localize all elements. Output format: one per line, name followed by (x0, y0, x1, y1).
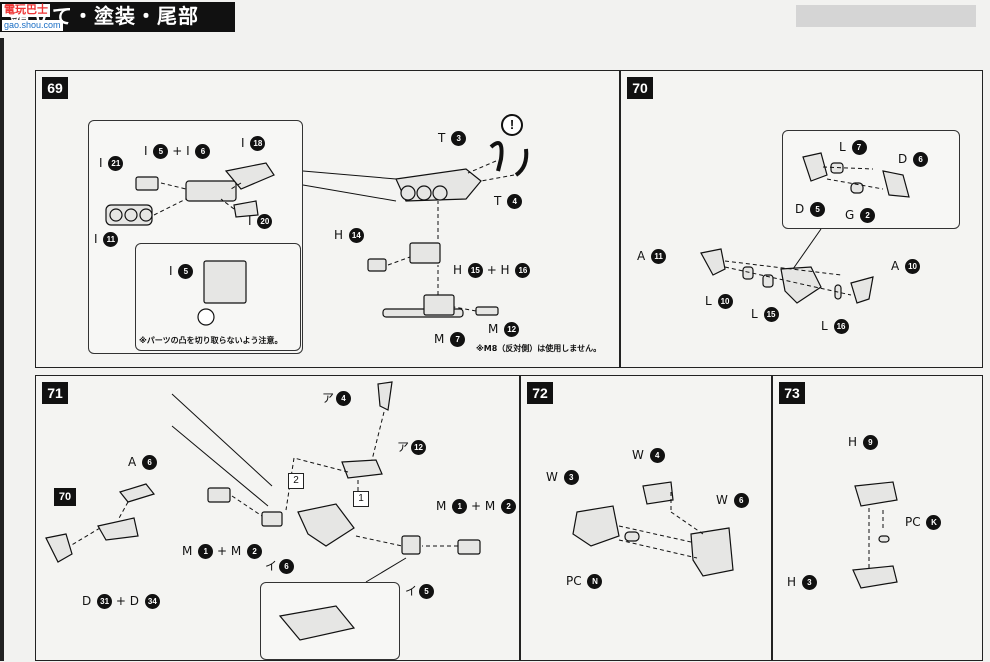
step-72-panel: 72 W 3 W 4 W 6 PC N (520, 375, 772, 661)
label-w4: W 4 (632, 447, 665, 463)
label-l7: L 7 (839, 139, 867, 155)
label-i5-plus-i6: I 5 + I 6 (144, 143, 211, 159)
part-pcn (624, 531, 640, 542)
site-watermark-logo: 電玩巴士 (2, 4, 50, 17)
label-h9: H 9 (848, 434, 878, 450)
step-70-badge: 70 (627, 77, 653, 99)
label-h15-plus-h16: H 15 + H 16 (453, 262, 531, 278)
label-h14: H 14 (334, 227, 364, 243)
label-m1-plus-m2-left: M 1 + M 2 (182, 543, 263, 559)
part-m1-m2-left (207, 487, 231, 503)
part-i6 (261, 511, 283, 527)
step-69-bottom-note: ※M8（反対側）は使用しません。 (476, 344, 602, 353)
part-tail-mid (297, 503, 355, 547)
part-w3 (572, 505, 620, 547)
step-71-badge: 71 (42, 382, 68, 404)
part-i20 (233, 200, 259, 218)
part-t4 (514, 148, 529, 177)
step-73-badge: 73 (779, 382, 805, 404)
site-watermark-url: gao.shou.com (2, 20, 63, 31)
part-a10 (850, 276, 874, 304)
label-l10: L 10 (705, 293, 733, 309)
part-l10 (742, 266, 754, 280)
part-d6-detail (882, 170, 910, 198)
label-w6: W 6 (716, 492, 749, 508)
step-73-panel: 73 H 9 PC K H 3 (772, 375, 983, 661)
label-m12: M 12 (488, 321, 520, 337)
label-i18: I 18 (241, 135, 266, 151)
part-detail-assembly (278, 605, 356, 641)
part-a12 (341, 459, 383, 479)
part-pck (878, 535, 890, 543)
part-g2 (850, 182, 864, 194)
binding-edge (0, 38, 4, 661)
step-69-badge: 69 (42, 77, 68, 99)
step-ref-70: 70 (54, 488, 76, 506)
step-72-diagram (572, 481, 734, 577)
part-h9 (854, 481, 898, 507)
part-a4 (377, 381, 393, 411)
label-t4: T 4 (494, 193, 523, 209)
part-i21 (135, 176, 159, 191)
step-71-diagram (45, 381, 481, 641)
part-t3 (489, 141, 504, 172)
part-ref-70 (45, 533, 73, 563)
part-m1-m2-right (457, 539, 481, 555)
part-h15-h16 (409, 242, 441, 264)
page-header: 組立て・塗装・尾部 電玩巴士 gao.shou.com (0, 0, 990, 38)
label-t3: T 3 (438, 130, 467, 146)
part-i18 (224, 162, 275, 190)
label-a11: A 11 (637, 248, 667, 264)
step-72-badge: 72 (527, 382, 553, 404)
part-i5-i6-joint (185, 180, 237, 202)
label-pc-k: PC K (905, 514, 942, 530)
part-i5 (401, 535, 421, 555)
order-marker-1: 1 (353, 491, 369, 507)
warning-icon: ! (501, 114, 523, 136)
part-i5-detail (203, 260, 247, 304)
label-m7: M 7 (434, 331, 466, 347)
label-d31-plus-d34: D 31 + D 34 (82, 593, 160, 609)
part-tail-core (780, 266, 822, 304)
label-a6: A 6 (128, 454, 158, 470)
label-pc-n: PC N (566, 573, 603, 589)
part-l15 (762, 274, 774, 288)
order-marker-2: 2 (288, 473, 304, 489)
label-i21: I 21 (99, 155, 124, 171)
step-69-panel: 69 ※パーツの凸を切り取らないよう注意。 (35, 70, 620, 368)
part-h14 (367, 258, 387, 272)
part-h3 (852, 565, 898, 589)
step-71-panel: 71 70 1 (35, 375, 520, 661)
label-d6: D 6 (898, 151, 929, 167)
part-a6 (118, 483, 156, 503)
label-g2: G 2 (845, 207, 876, 223)
step-73-diagram (852, 481, 898, 589)
label-h3: H 3 (787, 574, 817, 590)
part-m7 (423, 294, 455, 316)
label-i20: I 20 (248, 213, 273, 229)
header-right-box (796, 5, 976, 27)
part-a11 (700, 248, 726, 276)
part-w4 (642, 481, 674, 505)
label-a10: A 10 (891, 258, 921, 274)
step-70-diagram (700, 152, 910, 304)
label-i11: I 11 (94, 231, 119, 247)
label-w3: W 3 (546, 469, 579, 485)
part-d31-d34 (97, 517, 139, 541)
label-i5-callout: I 5 (169, 263, 194, 279)
label-m1-plus-m2-right: M 1 + M 2 (436, 498, 517, 514)
step-69-diagram (105, 141, 529, 326)
label-l15: L 15 (751, 306, 779, 322)
part-w6 (690, 527, 734, 577)
part-d5-detail (802, 152, 828, 182)
label-d5: D 5 (795, 201, 826, 217)
step-69-callout-note: ※パーツの凸を切り取らないよう注意。 (139, 336, 283, 345)
label-l16: L 16 (821, 318, 849, 334)
step-70-panel: 70 L 7 D 6 D 5 G 2 A 11 A 10 L 10 L 15 L… (620, 70, 983, 368)
part-m12 (475, 306, 499, 316)
